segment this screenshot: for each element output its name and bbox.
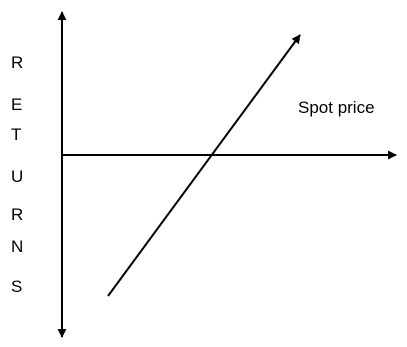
y-axis-letter: E [11, 95, 22, 114]
y-axis-letter: S [11, 277, 22, 296]
payoff-line [107, 34, 301, 297]
y-axis-letter: T [11, 125, 21, 144]
x-axis-label: Spot price [298, 98, 375, 117]
y-axis-letter: R [11, 53, 23, 72]
y-axis-letter: N [11, 237, 23, 256]
y-axis-label: R E T U R N S [11, 53, 23, 296]
y-axis-letter: R [11, 205, 23, 224]
y-axis-letter: U [11, 167, 23, 186]
